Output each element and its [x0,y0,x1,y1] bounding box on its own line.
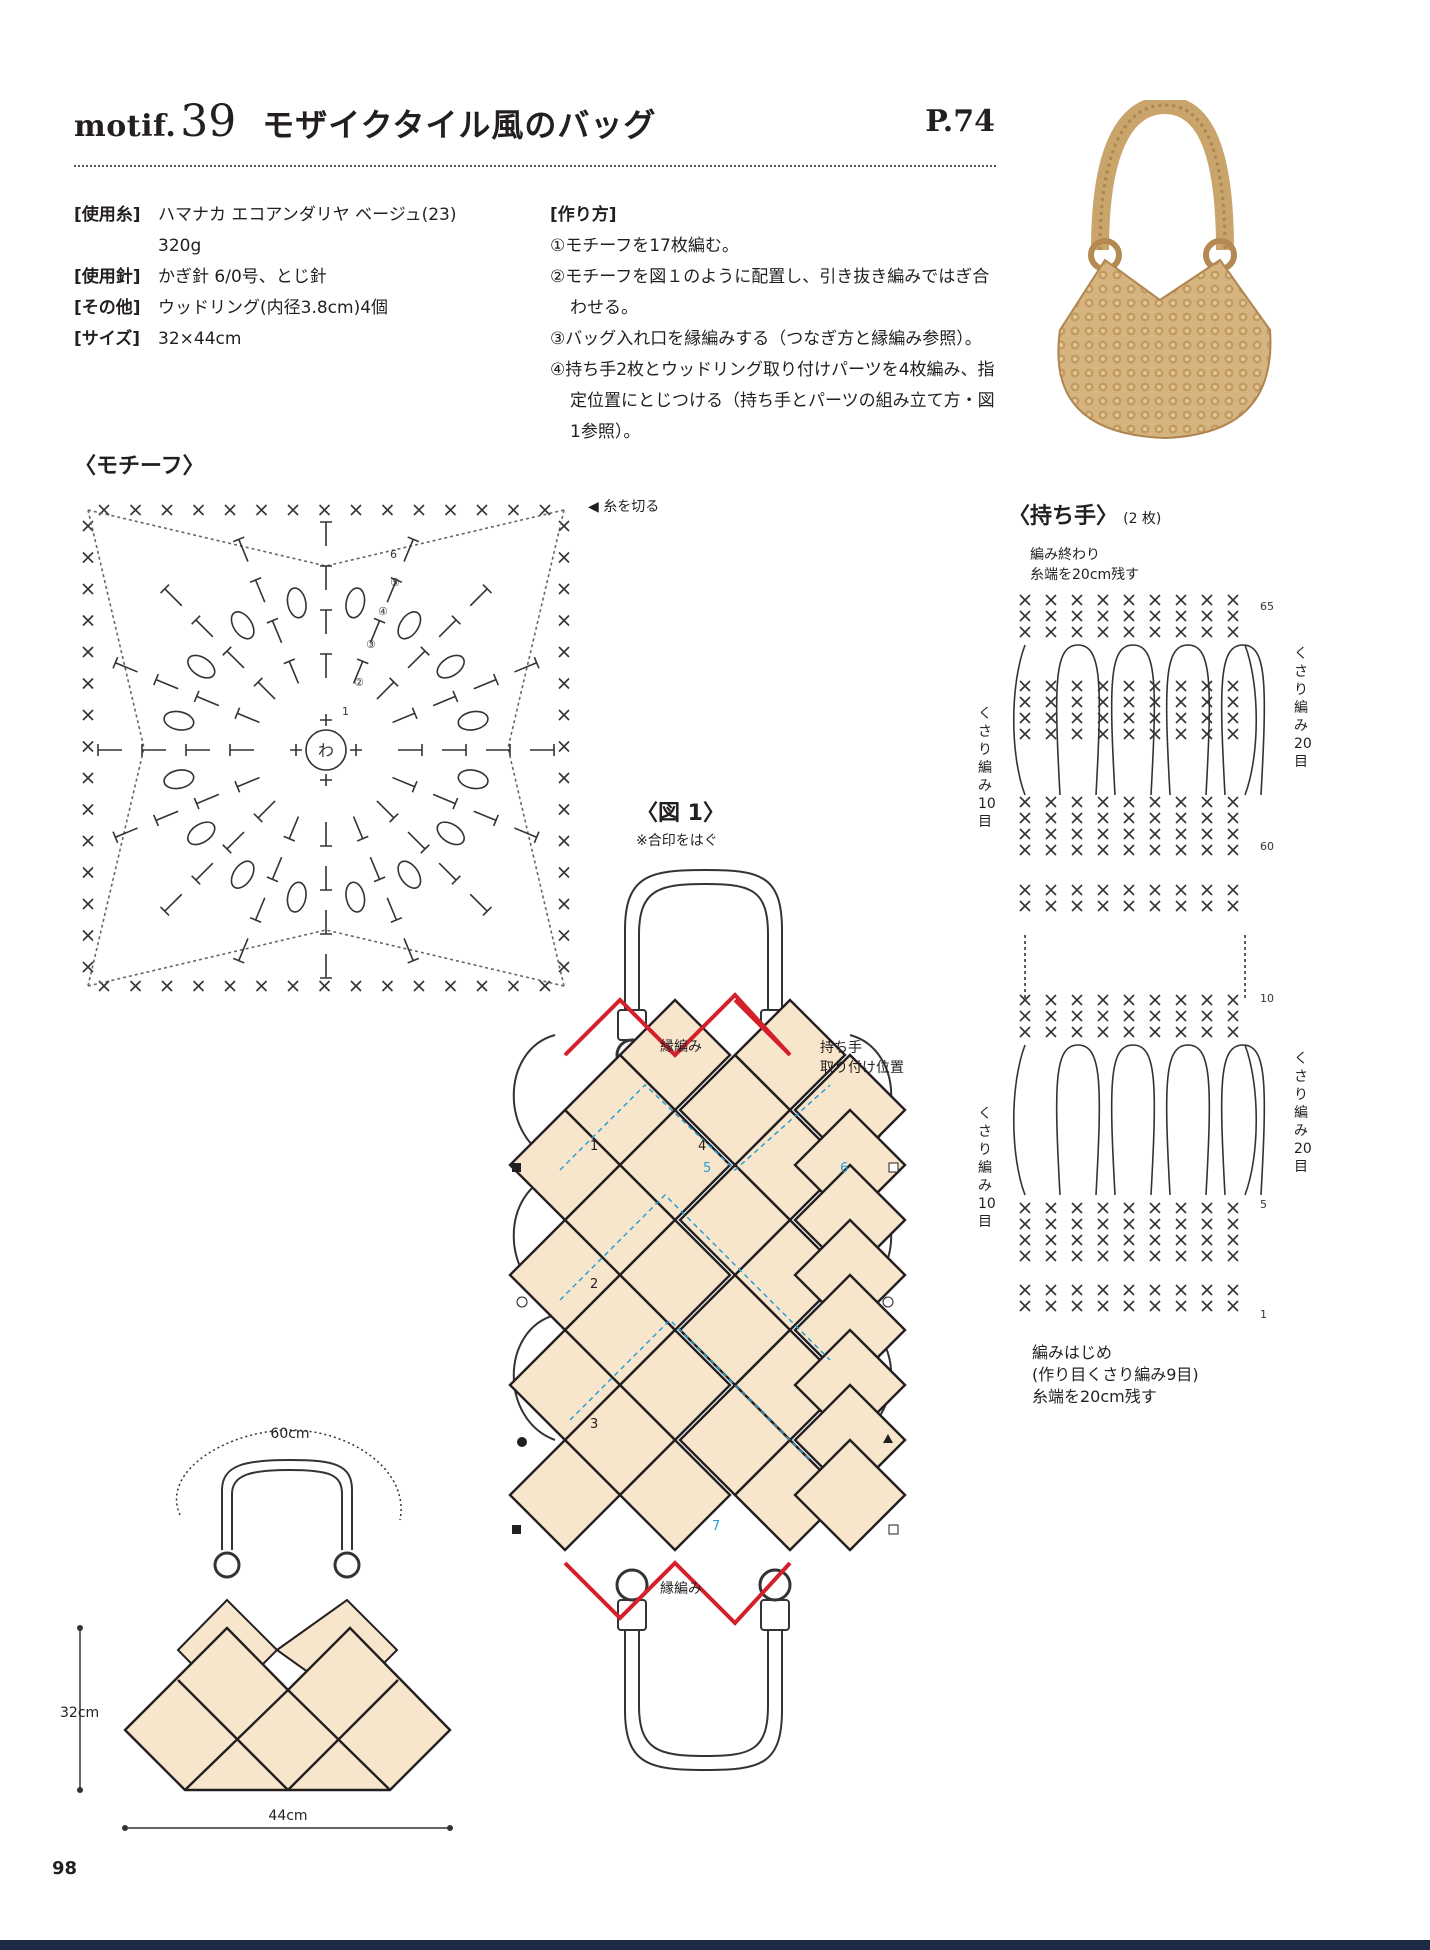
seam-number-blue: 7 [712,1519,720,1534]
page-reference: P.74 [925,104,995,139]
edging-top-label: 縁編み [660,1039,702,1055]
seam-number: 3 [590,1417,598,1432]
spec-needle: [使用針]かぎ針 6/0号、とじ針 [74,267,327,287]
width-label: 44cm [268,1808,307,1824]
round-number: ④ [378,605,388,618]
title-divider [74,165,996,167]
handle-length-label: 60cm [270,1426,309,1442]
handle-position-label: 取り付け位置 [820,1060,904,1076]
motif-title: 〈モチーフ〉 [74,454,205,479]
seam-number: 1 [590,1139,598,1154]
instruction-step: ③バッグ入れ口を縁編みする（つなぎ方と縁編み参照）。 [550,329,982,349]
spec-other: [その他]ウッドリング(内径3.8cm)4個 [74,298,389,318]
instruction-step: ②モチーフを図１のように配置し、引き抜き編みではぎ合わせる。 [550,267,990,318]
figure1-title: 〈図 1〉 [636,801,725,826]
handle-position-label: 持ち手 [820,1040,862,1056]
row-label: 65 [1260,600,1274,613]
cut-yarn-note: ◀ 糸を切る [588,499,660,515]
center-ring [305,729,347,771]
instructions: [作り方] ①モチーフを17枚編む。 ②モチーフを図１のように配置し、引き抜き編… [550,200,1000,448]
handle-start-note: 編みはじめ (作り目くさり編み9目) 糸端を20cm残す [1032,1343,1199,1406]
instruction-step: ④持ち手2枚とウッドリング取り付けパーツを4枚編み、指定位置にとじつける（持ち手… [550,360,995,442]
seam-number-blue: 6 [840,1161,848,1176]
handle-title: 〈持ち手〉 [1008,504,1119,529]
round-number: 6 [390,548,397,561]
edging-bottom-label: 縁編み [660,1581,702,1597]
materials-list: [使用糸]ハマナカ エコアンダリヤ ベージュ(23) 320g [使用針]かぎ針… [74,200,534,355]
seam-number-blue: 5 [703,1161,711,1176]
motif-number: 39 [180,96,237,147]
chain20-label: くさり編み20目 [1294,1051,1312,1175]
page-title: モザイクタイル風のバッグ [262,106,657,144]
round-number: ⑤ [390,576,400,589]
title-row: motif. 39 モザイクタイル風のバッグ [74,96,657,147]
spec-yarn-weight: 320g [158,236,202,256]
chain10-label: くさり編み10目 [978,706,996,830]
chain10-label: くさり編み10目 [978,1106,996,1230]
handle-end-note: 編み終わり 糸端を20cm残す [1030,547,1140,583]
chain20-label: くさり編み20目 [1294,646,1312,770]
motif-stitch-chart: わ 1 ② ③ ④ ⑤ 6 [82,504,570,992]
round-number: 1 [342,705,349,718]
instruction-step: ①モチーフを17枚編む。 [550,236,739,256]
spec-size: [サイズ]32×44cm [74,329,242,349]
row-label: 60 [1260,840,1274,853]
seam-number: 2 [590,1277,598,1292]
row-label: 10 [1260,992,1274,1005]
height-label: 32cm [60,1705,99,1721]
motif-label: motif. [74,109,177,144]
bag-photo [1057,100,1272,440]
round-number: ③ [366,638,376,651]
page-number: 98 [52,1858,78,1879]
handle-count: (2 枚) [1123,511,1162,527]
bag-dimension-diagram: 60cm 32cm 44cm [60,1426,453,1831]
instructions-heading: [作り方] [550,205,617,225]
row-label: 1 [1260,1308,1267,1321]
handle-stitch-chart: 65 60 10 5 1 [1013,594,1274,1321]
spec-yarn: [使用糸]ハマナカ エコアンダリヤ ベージュ(23) [74,205,457,225]
figure1-note: ※合印をはぐ [636,833,718,849]
figure1-diagram: 縁編み 縁編み 持ち手 取り付け位置 1 2 3 4 5 6 7 [508,868,907,1772]
round-number: ② [354,676,364,689]
row-label: 5 [1260,1198,1267,1211]
bottom-bar [0,1940,1430,1950]
handle-title-row: 〈持ち手〉 (2 枚) [1008,498,1161,530]
center-ring-label: わ [318,741,334,760]
seam-number: 4 [698,1139,706,1154]
